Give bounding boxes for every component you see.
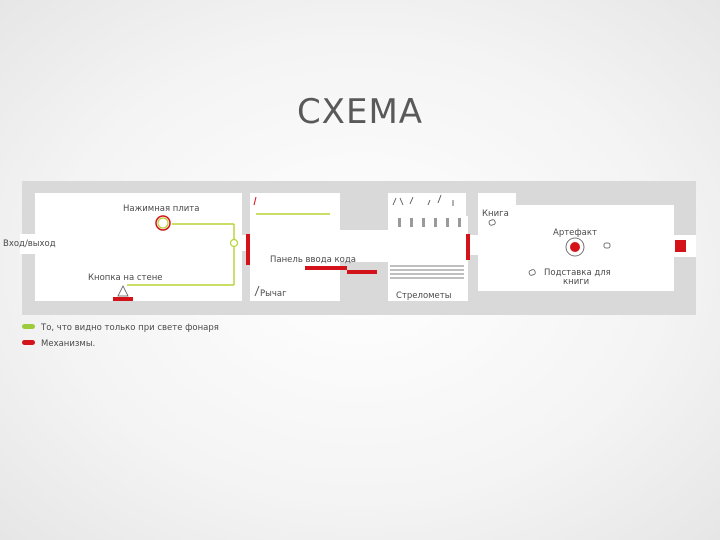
- label-book: Книга: [482, 209, 509, 219]
- legend-swatch-hidden: [22, 324, 35, 329]
- door-1-marker: [246, 234, 250, 265]
- lever-icon: [254, 285, 260, 297]
- room-entrance-hall: [35, 193, 242, 301]
- corridor-mechanism-bar: [347, 270, 377, 274]
- crossbow-bay: [388, 262, 466, 301]
- label-lever: Рычаг: [260, 289, 287, 299]
- room-artifact-top: [478, 193, 516, 207]
- crossbow-grid: [390, 265, 464, 279]
- legend-text-mechanism: Механизмы.: [41, 339, 95, 349]
- legend-swatch-mechanism: [22, 340, 35, 345]
- legend-text-hidden: То, что видно только при свете фонаря: [40, 323, 219, 333]
- label-stand-line2: книги: [563, 277, 589, 287]
- side-marker-icon: [603, 242, 611, 249]
- label-code-panel: Панель ввода кода: [270, 255, 356, 265]
- code-panel-marker: [305, 266, 347, 270]
- label-artifact: Артефакт: [553, 228, 597, 238]
- corridor-lower-wall: [340, 262, 388, 301]
- right-mechanism: [675, 240, 686, 252]
- entrance-gap: [20, 234, 37, 254]
- label-stand-line1: Подставка для: [544, 268, 611, 278]
- label-pressure-plate: Нажимная плита: [123, 204, 199, 214]
- crossbow-shafts: [398, 218, 461, 227]
- label-entrance: Вход/выход: [3, 239, 56, 249]
- artifact-core: [570, 242, 580, 252]
- door-sensor-icon: [229, 238, 239, 248]
- corridor-divider: [340, 212, 388, 230]
- label-crossbows: Стрелометы: [396, 291, 451, 301]
- book-icon: [488, 219, 496, 226]
- crossbow-room: [388, 193, 466, 216]
- door-2-marker: [466, 234, 470, 260]
- crossbow-ticks: [392, 194, 454, 206]
- slide-title: СХЕМА: [296, 92, 424, 132]
- wall-button-icon: [117, 285, 129, 297]
- label-wall-button: Кнопка на стене: [88, 273, 163, 283]
- stand-icon: [528, 269, 536, 276]
- pressure-plate-inner: [157, 217, 169, 229]
- door-tick: [253, 196, 257, 206]
- hidden-wiring: [127, 213, 330, 286]
- wall-button-marker: [113, 297, 133, 301]
- corridor-upper: [250, 193, 340, 216]
